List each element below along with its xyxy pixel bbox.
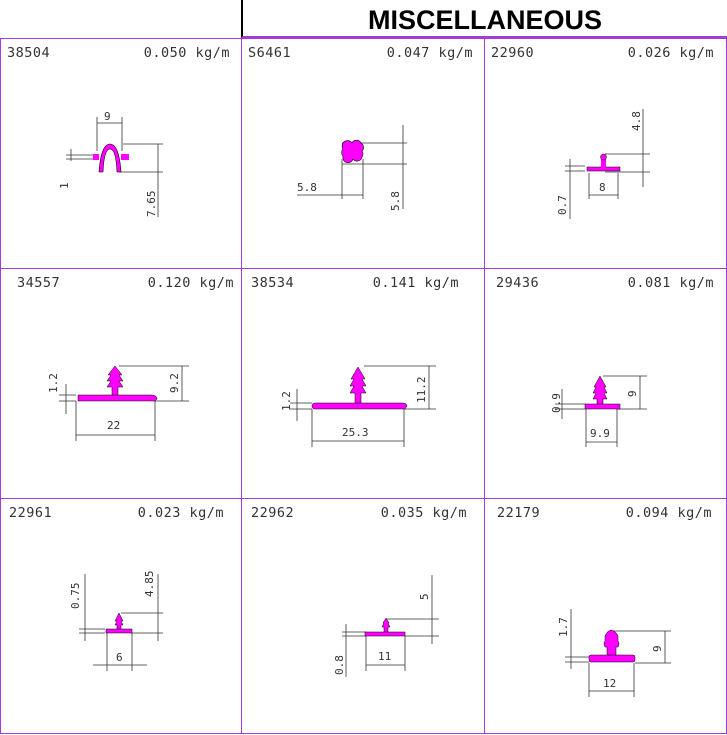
profile-drawing: 5 0.8 11 [333,575,439,677]
dim-label: 1.2 [280,391,293,411]
profile-drawing: 1.2 11.2 25.3 [280,365,436,447]
profile-code: 29436 [496,275,540,291]
dim-label: 5.8 [297,181,317,194]
profile-code: 34557 [17,275,61,291]
profile-drawing: 4.8 8 0.7 [556,109,650,219]
dim-label: 0.75 [69,583,82,610]
dim-label: 1 [58,182,71,189]
dim-label: 9 [104,110,111,123]
profile-weight: 0.094 kg/m [625,505,712,521]
profile-code: 22179 [497,505,541,521]
dim-label: 9 [626,390,639,397]
profile-code: 22962 [251,505,295,521]
profile-weight: 0.023 kg/m [137,505,224,521]
profile-weight: 0.141 kg/m [372,275,459,291]
dim-label: 6 [116,651,123,664]
profile-code: 38534 [251,275,295,291]
profile-drawing: 0.75 4.85 6 [69,571,163,671]
profile-cell-22179: 22179 0.094 kg/m 1.7 9 12 [484,498,727,734]
dim-label: 0.8 [333,655,346,675]
profile-weight: 0.120 kg/m [147,275,234,291]
profile-cell-29436: 29436 0.081 kg/m 0.9 9 9.9 [484,268,727,500]
profile-code: 22961 [9,505,53,521]
dim-label: 0.9 [550,393,563,413]
profile-grid: 38504 0.050 kg/m 9 1 7.65 S6461 0.047 kg… [0,38,727,734]
profile-drawing: 0.9 9 9.9 [550,375,647,447]
dim-label: 5.8 [389,191,402,211]
profile-cell-22960: 22960 0.026 kg/m 4.8 8 0.7 [484,38,727,270]
profile-weight: 0.026 kg/m [627,45,714,61]
profile-weight: 0.050 kg/m [143,45,230,61]
profile-cell-22962: 22962 0.035 kg/m 5 0.8 11 [241,498,486,734]
dim-label: 11 [378,650,391,663]
dim-label: 25.3 [342,426,369,439]
dim-label: 0.7 [556,195,569,215]
dim-label: 4.8 [630,111,643,131]
profile-drawing: 5.8 5.8 [297,125,407,211]
dim-label: 9.9 [590,427,610,440]
profile-cell-34557: 34557 0.120 kg/m 1.2 9.2 22 [0,268,243,500]
title-band [241,0,727,38]
profile-cell-38534: 38534 0.141 kg/m 1.2 11.2 25.3 [241,268,486,500]
profile-drawing: 9 1 7.65 [58,110,163,218]
profile-code: S6461 [248,45,292,61]
profile-cell-38504: 38504 0.050 kg/m 9 1 7.65 [0,38,243,270]
profile-weight: 0.047 kg/m [386,45,473,61]
dim-label: 5 [418,593,431,600]
dim-label: 7.65 [145,191,158,218]
dim-label: 1.2 [47,373,60,393]
page-title: MISCELLANEOUS [367,5,602,35]
profile-drawing: 1.2 9.2 22 [47,365,189,441]
dim-label: 9 [651,645,664,652]
profile-code: 38504 [7,45,51,61]
dim-label: 8 [599,181,606,194]
dim-label: 11.2 [415,377,428,404]
dim-label: 22 [107,419,120,432]
dim-label: 1.7 [557,617,570,637]
profile-weight: 0.081 kg/m [627,275,714,291]
profile-cell-22961: 22961 0.023 kg/m 0.75 4.85 6 [0,498,243,734]
profile-weight: 0.035 kg/m [380,505,467,521]
dim-label: 12 [603,677,616,690]
dim-label: 4.85 [143,571,156,598]
profile-code: 22960 [491,45,535,61]
profile-cell-s6461: S6461 0.047 kg/m 5.8 5.8 [241,38,486,270]
profile-drawing: 1.7 9 12 [557,609,671,697]
dim-label: 9.2 [168,373,181,393]
